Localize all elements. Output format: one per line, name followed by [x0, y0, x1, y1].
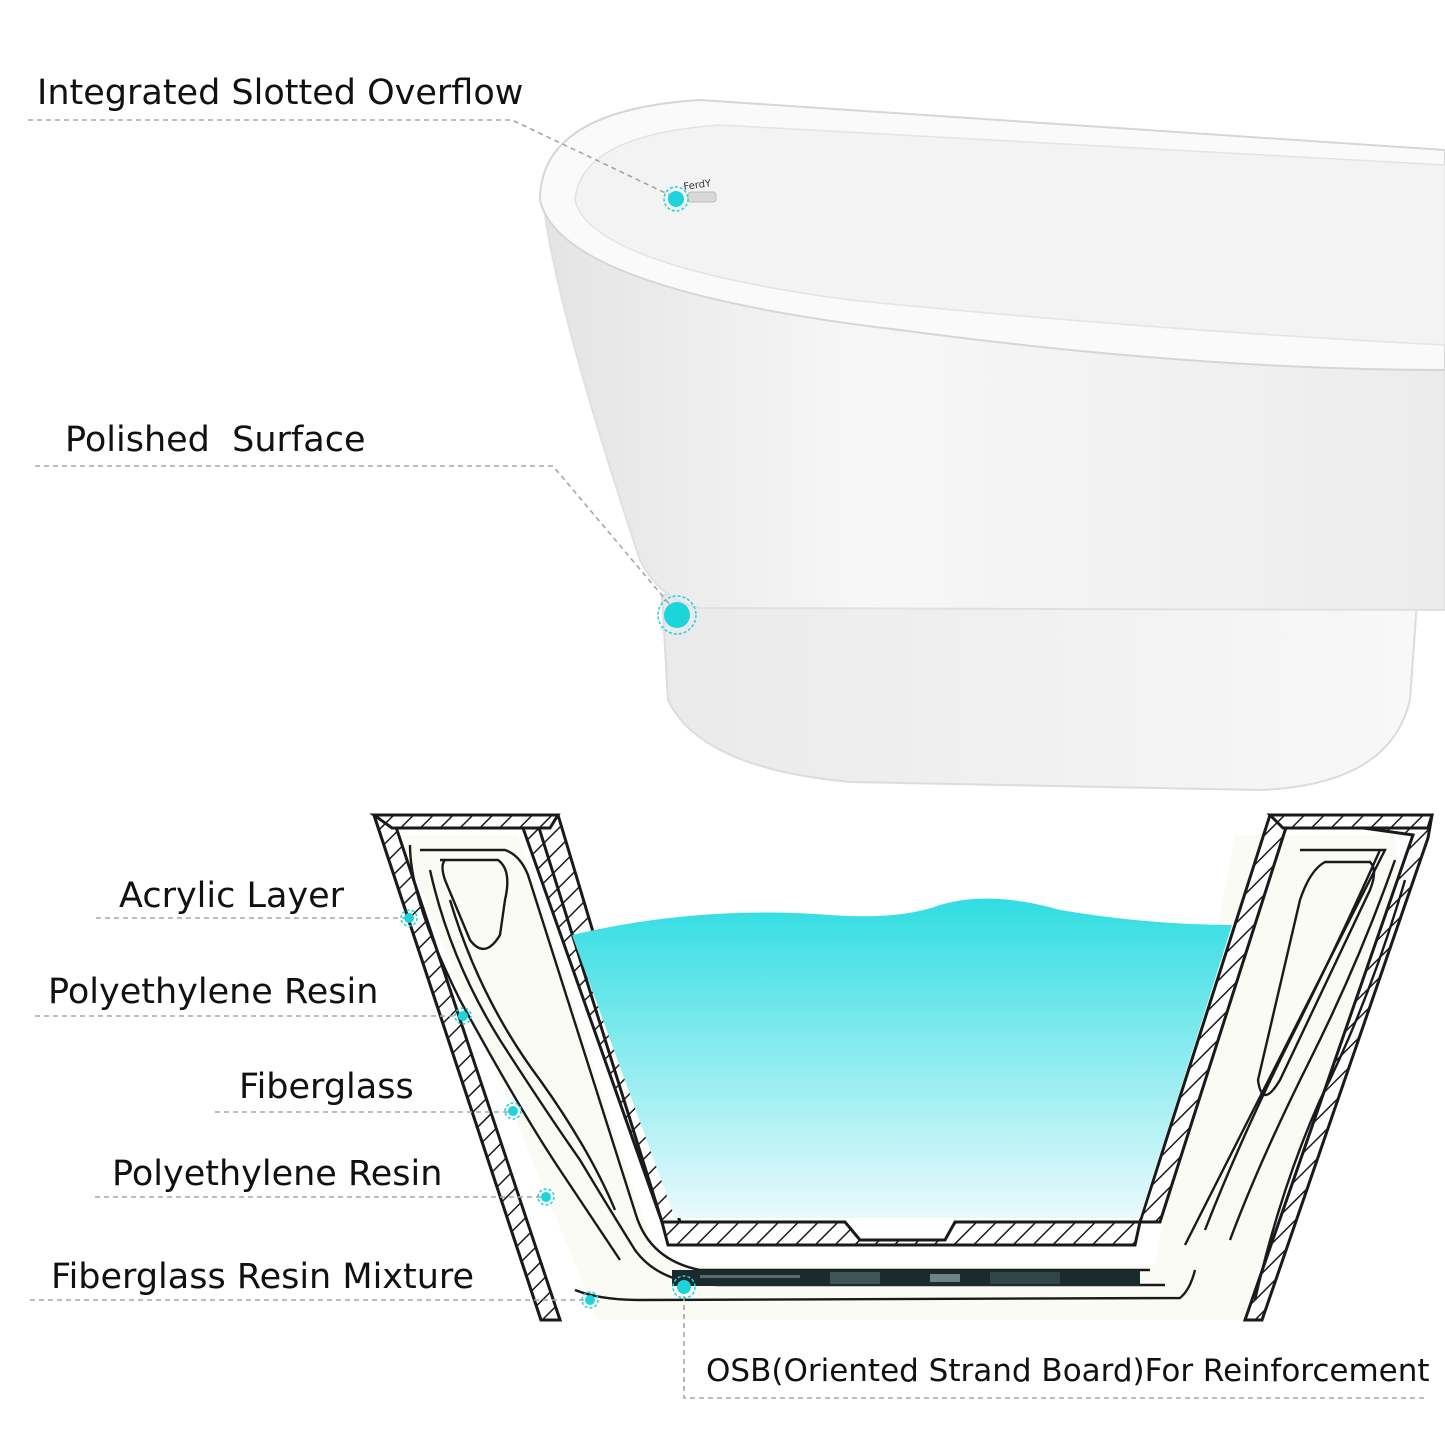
right-layer-contours	[1183, 848, 1407, 1301]
leader-lines	[28, 119, 1428, 1399]
label-fiberglass-resin-mixture: Fiberglass Resin Mixture	[51, 1257, 475, 1297]
label-osb-reinforcement: OSB(Oriented Strand Board)For Reinforcem…	[706, 1353, 1430, 1389]
bottom-hatch	[660, 1220, 1142, 1247]
label-polished-surface: Polished Surface	[65, 420, 366, 460]
label-polyethylene-resin-1: Polyethylene Resin	[48, 972, 379, 1012]
dot-marker-icon-resin2	[537, 1188, 555, 1206]
left-top-cap	[369, 813, 561, 830]
cross-section-diagram	[369, 813, 1435, 1322]
right-top-cap	[1266, 813, 1435, 830]
osb-board	[672, 1270, 1140, 1286]
label-acrylic-layer: Acrylic Layer	[119, 876, 345, 916]
overflow-slot: FerdY	[683, 178, 717, 203]
label-integrated-slotted-overflow: Integrated Slotted Overflow	[37, 73, 524, 113]
water-fill	[572, 898, 1232, 1218]
label-polyethylene-resin-2: Polyethylene Resin	[112, 1154, 443, 1194]
dot-marker-icon-resin1	[454, 1007, 472, 1025]
dot-marker-icon-fiberglass	[504, 1102, 522, 1120]
bathtub-illustration: FerdY	[538, 98, 1445, 792]
tub-base	[660, 558, 1422, 792]
label-fiberglass: Fiberglass	[239, 1067, 414, 1107]
tub-interior	[574, 124, 1445, 346]
dot-marker-icon-acrylic	[400, 909, 418, 927]
dot-marker-icon-overflow	[663, 186, 689, 212]
dot-marker-icon-mixture	[581, 1291, 599, 1309]
dot-marker-icon-polished	[657, 595, 697, 635]
left-layer-contours	[408, 844, 1197, 1302]
brand-mark-text: FerdY	[683, 178, 713, 193]
dot-marker-icon-osb	[672, 1275, 696, 1299]
